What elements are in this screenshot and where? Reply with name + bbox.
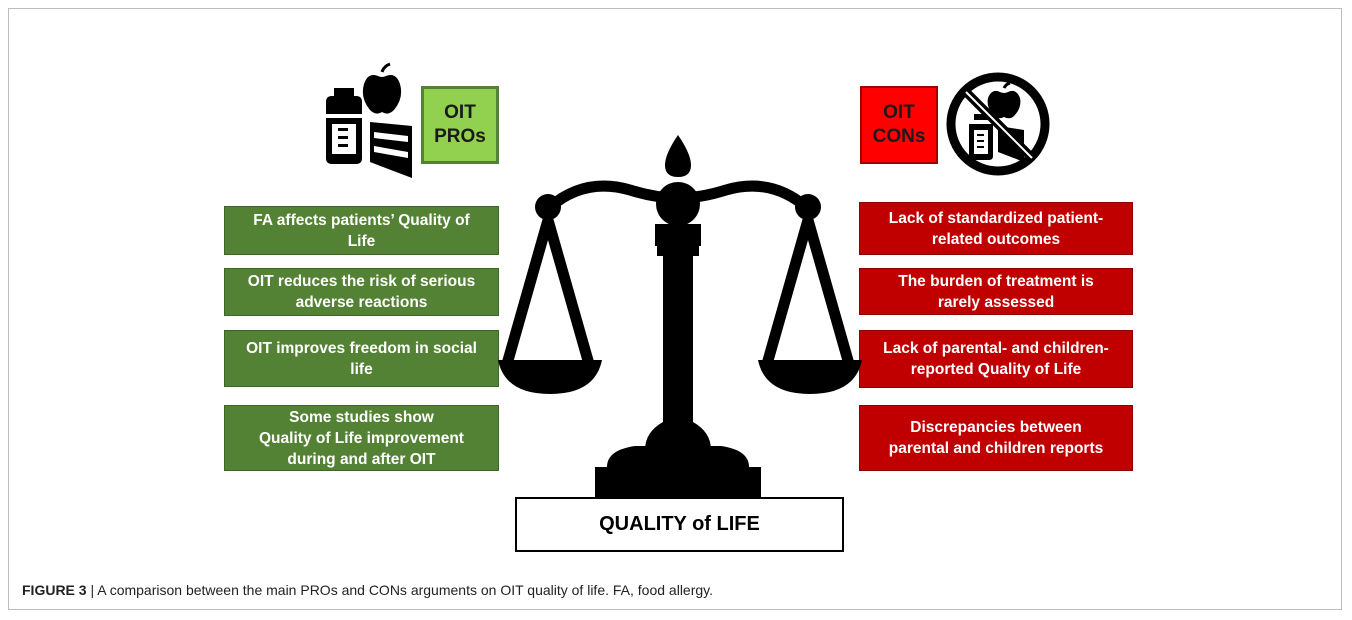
- pro-item-1: FA affects patients’ Quality of Life: [224, 206, 499, 255]
- pros-tag: OIT PROs: [421, 86, 499, 164]
- pro-item-3: OIT improves freedom in social life: [224, 330, 499, 387]
- quality-of-life-base: QUALITY of LIFE: [515, 497, 844, 552]
- figure-label: FIGURE 3: [22, 582, 87, 598]
- con-item-1: Lack of standardized patient- related ou…: [859, 202, 1133, 255]
- no-food-icon: [946, 72, 1050, 176]
- con-item-3: Lack of parental- and children- reported…: [859, 330, 1133, 388]
- con-item-4: Discrepancies between parental and child…: [859, 405, 1133, 471]
- cons-tag: OIT CONs: [860, 86, 938, 164]
- pro-item-4: Some studies show Quality of Life improv…: [224, 405, 499, 471]
- caption-separator: |: [86, 582, 98, 598]
- figure-frame: [8, 8, 1342, 610]
- con-item-2: The burden of treatment is rarely assess…: [859, 268, 1133, 315]
- food-icon: [326, 62, 412, 178]
- caption-text: A comparison between the main PROs and C…: [97, 582, 714, 598]
- figure-caption: FIGURE 3 | A comparison between the main…: [22, 582, 713, 598]
- balance-scale-icon: [498, 135, 862, 497]
- pro-item-2: OIT reduces the risk of serious adverse …: [224, 268, 499, 316]
